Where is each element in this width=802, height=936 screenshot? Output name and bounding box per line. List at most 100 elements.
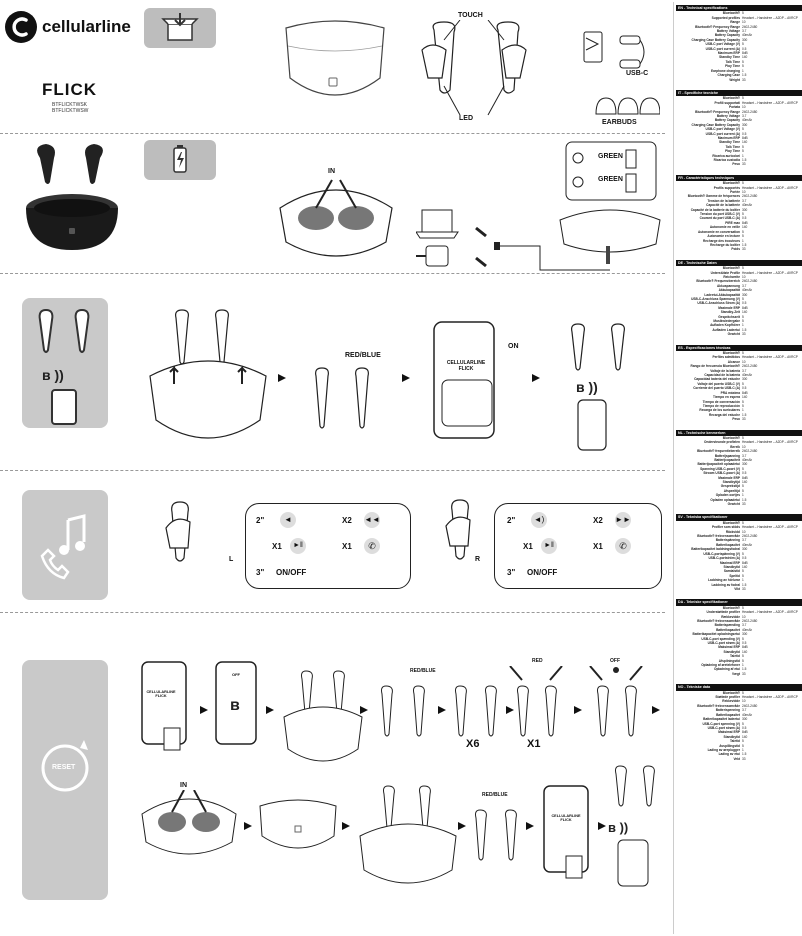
spec-value: Headset – Handsfree – A2DP – AVRCP xyxy=(742,15,798,20)
touch-label: TOUCH xyxy=(458,12,483,19)
model-code: BTFLICKTWSW xyxy=(52,108,89,114)
spec-key: Tiempo en espera xyxy=(712,395,740,400)
spec-value: 140 xyxy=(742,395,748,400)
right-x1a-label: X1 xyxy=(523,542,533,551)
spec-value: 140 xyxy=(742,310,748,315)
spec-key: Bluetooth® xyxy=(722,266,740,271)
spec-value: 5 xyxy=(742,484,744,489)
spec-key: Gewicht xyxy=(727,502,740,507)
spec-value: Headset – Handsfree – A2DP – AVRCP xyxy=(742,610,798,615)
spec-block-title: FR - Caractéristiques techniques xyxy=(676,174,802,182)
spec-value: 0.5 xyxy=(742,216,747,221)
phone-forget-device xyxy=(141,661,187,751)
reset-icon-tile: RESET xyxy=(22,660,108,900)
spec-block-title: IT - Specifiche tecniche xyxy=(676,89,802,97)
spec-row: USB-C port current (A)0.5 xyxy=(676,132,802,136)
next-arrow-icon xyxy=(574,706,582,714)
spec-key: Charging Case Battery Capacity xyxy=(691,122,740,127)
earbuds-red xyxy=(509,666,563,737)
spec-value: 1.5 xyxy=(742,667,747,672)
spec-key: Profils supportés xyxy=(713,185,740,190)
spec-key: Bluetooth® frequentiebereik xyxy=(697,449,740,454)
spec-key: Opladning af øretelefoner xyxy=(701,663,740,668)
spec-key: Tiempo de reproducción xyxy=(702,403,740,408)
spec-key: Standby-Zeit xyxy=(720,310,740,315)
spec-key: Maksimal ERP xyxy=(718,730,740,735)
spec-key: Rekkevidde xyxy=(722,699,740,704)
spec-value: 2402-2480 xyxy=(742,618,758,623)
spec-key: Batterikapacitet xyxy=(716,627,740,632)
spec-value: 10 xyxy=(742,20,746,25)
spec-value: 3.7 xyxy=(742,113,747,118)
spec-key: Speltid xyxy=(729,573,740,578)
spec-value: 1 xyxy=(742,68,744,73)
box-icon-tile xyxy=(144,8,216,48)
spec-value: 40mAh xyxy=(742,288,753,293)
play-pause-icon: ►‖ xyxy=(541,538,557,554)
next-arrow-icon xyxy=(598,822,606,830)
spec-value: 5 xyxy=(742,229,744,234)
spec-key: Talk Time xyxy=(725,59,740,64)
spec-key: Earphone charging xyxy=(710,68,740,73)
spec-value: 0.5 xyxy=(742,641,747,645)
spec-key: Charging Case xyxy=(717,73,741,78)
spec-key: Batterikapacitet xyxy=(716,542,740,547)
spec-key: USB-C port current (A) xyxy=(705,46,740,51)
spec-row: USB-C-port spænding (V)5 xyxy=(676,637,802,641)
earbuds-red-blue xyxy=(381,685,425,737)
spec-value: 300 xyxy=(742,547,748,552)
spec-value: Headset – Handsfree – A2DP – AVRCP xyxy=(742,695,798,700)
usb-c-cable-icon xyxy=(583,31,645,69)
spec-value: 5 xyxy=(742,181,744,186)
spec-value: 5 xyxy=(742,266,744,271)
earbuds-bluetooth-phone-icon: ʙ )) xyxy=(38,308,90,425)
spec-value: 5 xyxy=(742,212,744,217)
spec-key: PRA máxima xyxy=(720,390,740,395)
spec-value: 300 xyxy=(742,292,748,297)
phone-off-label: OFF xyxy=(232,672,240,677)
x1-label: X1 xyxy=(527,738,541,750)
spec-key: Laddning av hörlurar xyxy=(708,578,740,583)
spec-value: 5 xyxy=(742,739,744,744)
spec-value: 3.7 xyxy=(742,283,747,288)
spec-key: Tiempo de conversación xyxy=(702,399,740,404)
spec-key: Supported profiles xyxy=(711,15,740,20)
spec-value: 140 xyxy=(742,649,748,654)
x6-label: X6 xyxy=(466,738,480,750)
spec-value: 0.5 xyxy=(742,131,747,136)
spec-value: 5 xyxy=(742,11,744,16)
spec-value: 5 xyxy=(742,551,744,556)
spec-key: Bluetooth® xyxy=(722,605,740,610)
spec-value: 5 xyxy=(742,488,744,493)
